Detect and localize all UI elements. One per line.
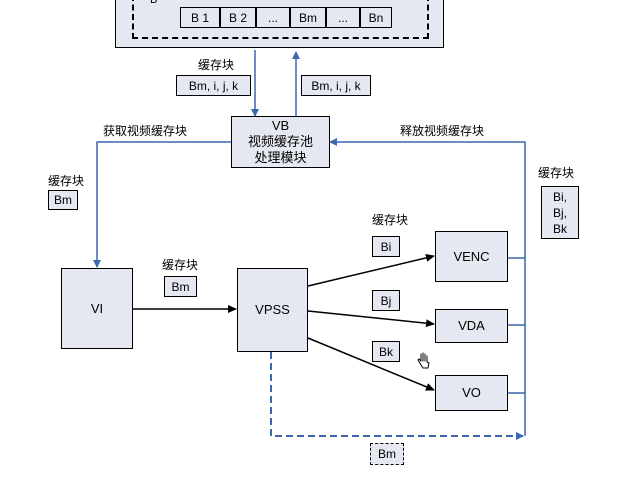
buffer-bi-bj-bk-stack: Bi, Bj, Bk <box>541 186 579 239</box>
stack-bj: Bj, <box>552 205 567 220</box>
vi-module-box: VI <box>61 268 133 349</box>
arrow-vpss-dashed-release <box>270 352 524 440</box>
stack-bk: Bk <box>552 221 567 236</box>
buffer-bm-vi-vpss: Bm <box>164 276 197 297</box>
buffer-bk: Bk <box>372 341 400 362</box>
arrow-vpss-to-vo <box>307 337 435 391</box>
buffer-bm-left: Bm <box>48 190 78 210</box>
label-release-video-cache-block: 释放视频缓存块 <box>400 124 485 138</box>
pool-block-ellipsis-2: ... <box>326 7 360 28</box>
buffer-bm-bottom: Bm <box>370 443 404 465</box>
cache-pool-dashed-frame <box>132 0 429 39</box>
label-cache-block-right: 缓存块 <box>538 166 575 180</box>
arrow-release-to-vb <box>329 138 526 436</box>
vda-module-box: VDA <box>435 309 508 343</box>
pool-block-b1: B 1 <box>180 7 220 28</box>
vb-module-box: VB 视频缓存池 处理模块 <box>231 116 330 168</box>
cache-pool-label: B <box>150 0 158 6</box>
label-cache-block-mid: 缓存块 <box>372 213 409 227</box>
buffer-bmijk-right: Bm, i, j, k <box>301 75 371 96</box>
vpss-module-box: VPSS <box>237 268 308 352</box>
pool-block-bm: Bm <box>290 7 326 28</box>
vb-line2: 视频缓存池 <box>247 134 313 149</box>
label-cache-block-vi-vpss: 缓存块 <box>162 258 199 272</box>
vo-module-box: VO <box>435 375 508 411</box>
buffer-bj: Bj <box>372 290 400 311</box>
stack-bi: Bi, <box>552 189 567 204</box>
pool-block-b2: B 2 <box>220 7 256 28</box>
arrow-vpss-to-vda <box>307 310 435 328</box>
label-cache-block-left: 缓存块 <box>48 174 85 188</box>
label-get-video-cache-block: 获取视频缓存块 <box>103 124 188 138</box>
label-cache-block-top: 缓存块 <box>198 58 235 72</box>
cache-pool-container: B B 1 B 2 ... Bm ... Bn <box>115 0 444 48</box>
arrow-vpss-to-venc <box>307 253 435 287</box>
arrow-vb-to-vi <box>93 141 231 268</box>
hand-cursor-icon <box>416 352 432 370</box>
pool-block-ellipsis-1: ... <box>256 7 290 28</box>
buffer-bmijk-left: Bm, i, j, k <box>176 75 251 96</box>
buffer-bi: Bi <box>372 236 400 257</box>
venc-module-box: VENC <box>435 231 508 282</box>
pool-block-bn: Bn <box>360 7 392 28</box>
vb-line3: 处理模块 <box>254 150 307 165</box>
vb-title: VB <box>271 118 290 133</box>
